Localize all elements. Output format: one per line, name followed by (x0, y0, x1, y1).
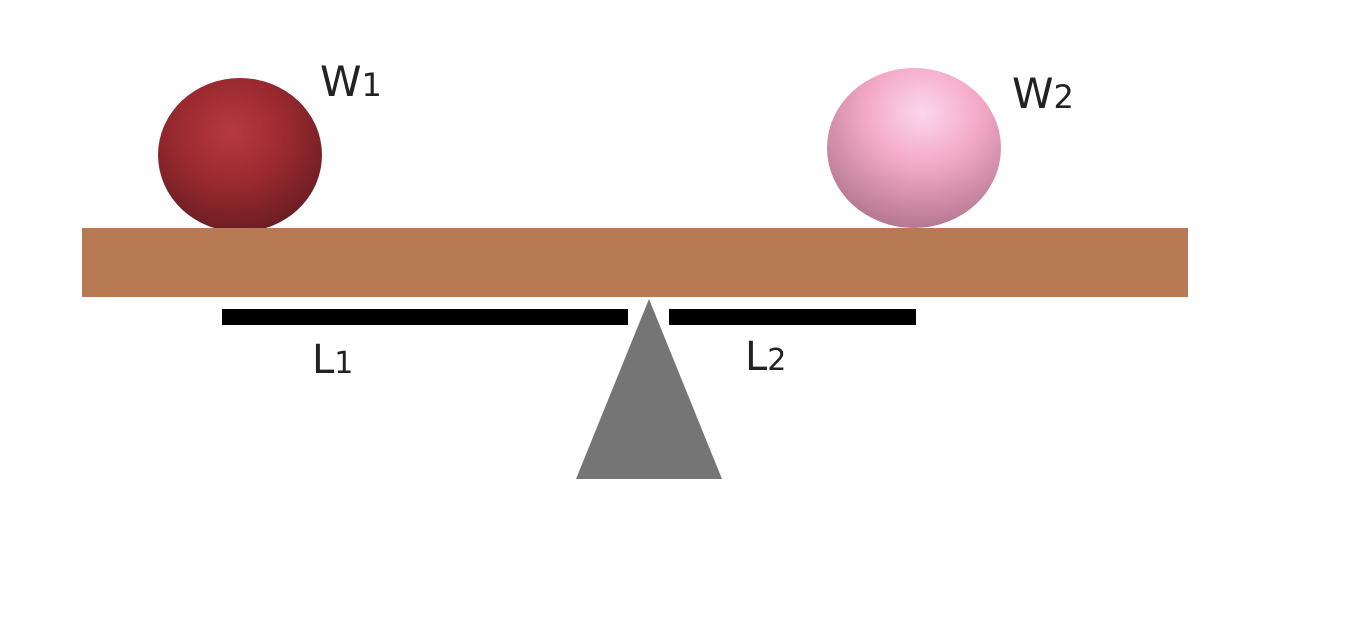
weight-1-ball (158, 78, 322, 232)
weight-2-ball (827, 68, 1001, 228)
distance-bar-l1 (222, 309, 628, 325)
fulcrum (576, 299, 722, 479)
label-w2: W2 (1012, 69, 1074, 118)
lever-plank (82, 228, 1188, 297)
label-l1: L1 (312, 337, 353, 383)
label-w1: W1 (320, 57, 382, 106)
label-l2: L2 (745, 334, 786, 380)
distance-bar-l2 (669, 309, 916, 325)
